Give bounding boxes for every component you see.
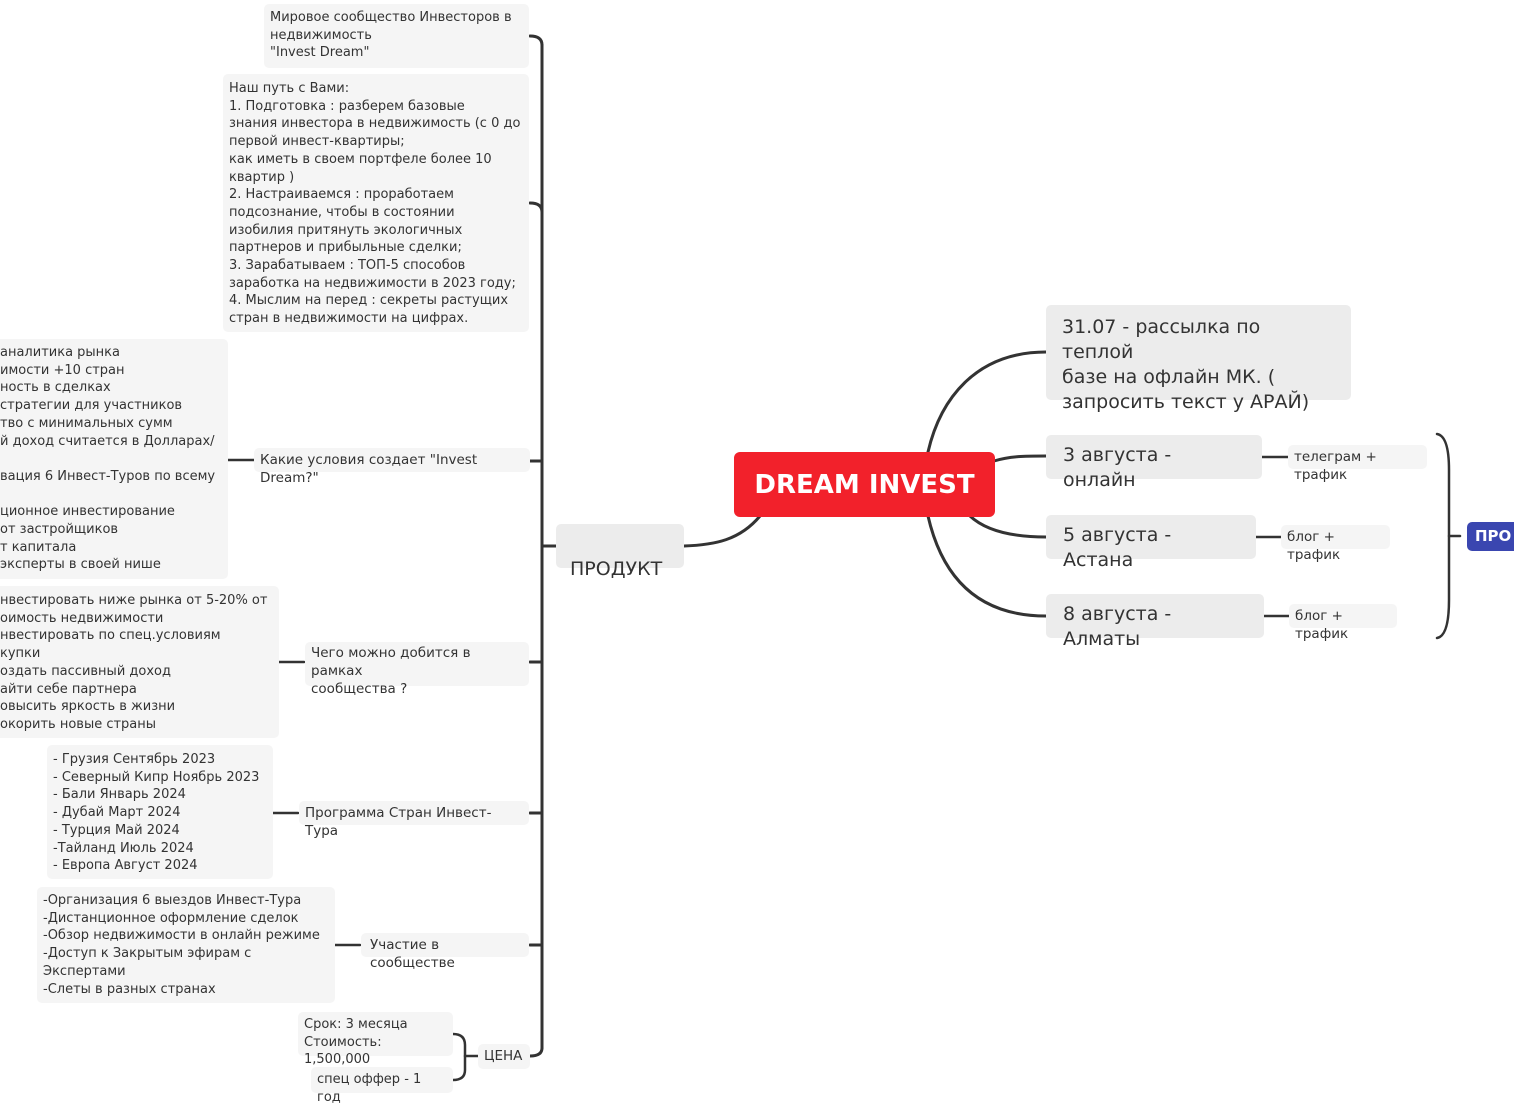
event-almaty-node[interactable]: 8 августа - Алматы: [1046, 594, 1264, 650]
central-topic[interactable]: DREAM INVEST: [734, 452, 995, 517]
community-node[interactable]: Мировое сообщество Инвесторов в недвижим…: [264, 4, 529, 68]
product-label: ПРОДУКТ: [570, 558, 663, 580]
price-offer[interactable]: спец оффер - 1 год: [311, 1067, 453, 1105]
event-astana-node[interactable]: 5 августа - Астана: [1046, 515, 1256, 571]
achieve-label[interactable]: Чего можно добится в рамках сообщества ?: [305, 642, 529, 697]
event-almaty-note[interactable]: блог + трафик: [1289, 604, 1397, 642]
price-label[interactable]: ЦЕНА: [478, 1044, 530, 1069]
price-text[interactable]: Срок: 3 месяца Стоимость: 1,500,000: [298, 1012, 453, 1067]
pro-node[interactable]: ПРО: [1467, 522, 1514, 551]
path-node[interactable]: Наш путь с Вами: 1. Подготовка : разбере…: [223, 74, 529, 332]
tour-label[interactable]: Программа Стран Инвест-Тура: [299, 801, 529, 839]
participation-text[interactable]: -Организация 6 выездов Инвест-Тура -Дист…: [37, 887, 335, 1003]
event-astana-note[interactable]: блог + трафик: [1281, 525, 1390, 563]
central-topic-title: DREAM INVEST: [754, 469, 975, 500]
conditions-label[interactable]: Какие условия создает "Invest Dream?": [254, 448, 530, 486]
product-topic[interactable]: ПРОДУКТ: [556, 524, 684, 580]
achieve-text[interactable]: нвестировать ниже рынка от 5-20% от оимо…: [0, 586, 279, 738]
mailing-node[interactable]: 31.07 - рассылка по теплой базе на офлай…: [1046, 305, 1351, 413]
event-online-note[interactable]: телеграм + трафик: [1288, 445, 1427, 483]
conditions-text[interactable]: аналитика рынка имости +10 стран ность в…: [0, 339, 228, 579]
participation-label[interactable]: Участие в сообществе: [361, 933, 529, 971]
tour-text[interactable]: - Грузия Сентябрь 2023 - Северный Кипр Н…: [47, 745, 273, 879]
event-online-node[interactable]: 3 августа - онлайн: [1046, 435, 1262, 491]
